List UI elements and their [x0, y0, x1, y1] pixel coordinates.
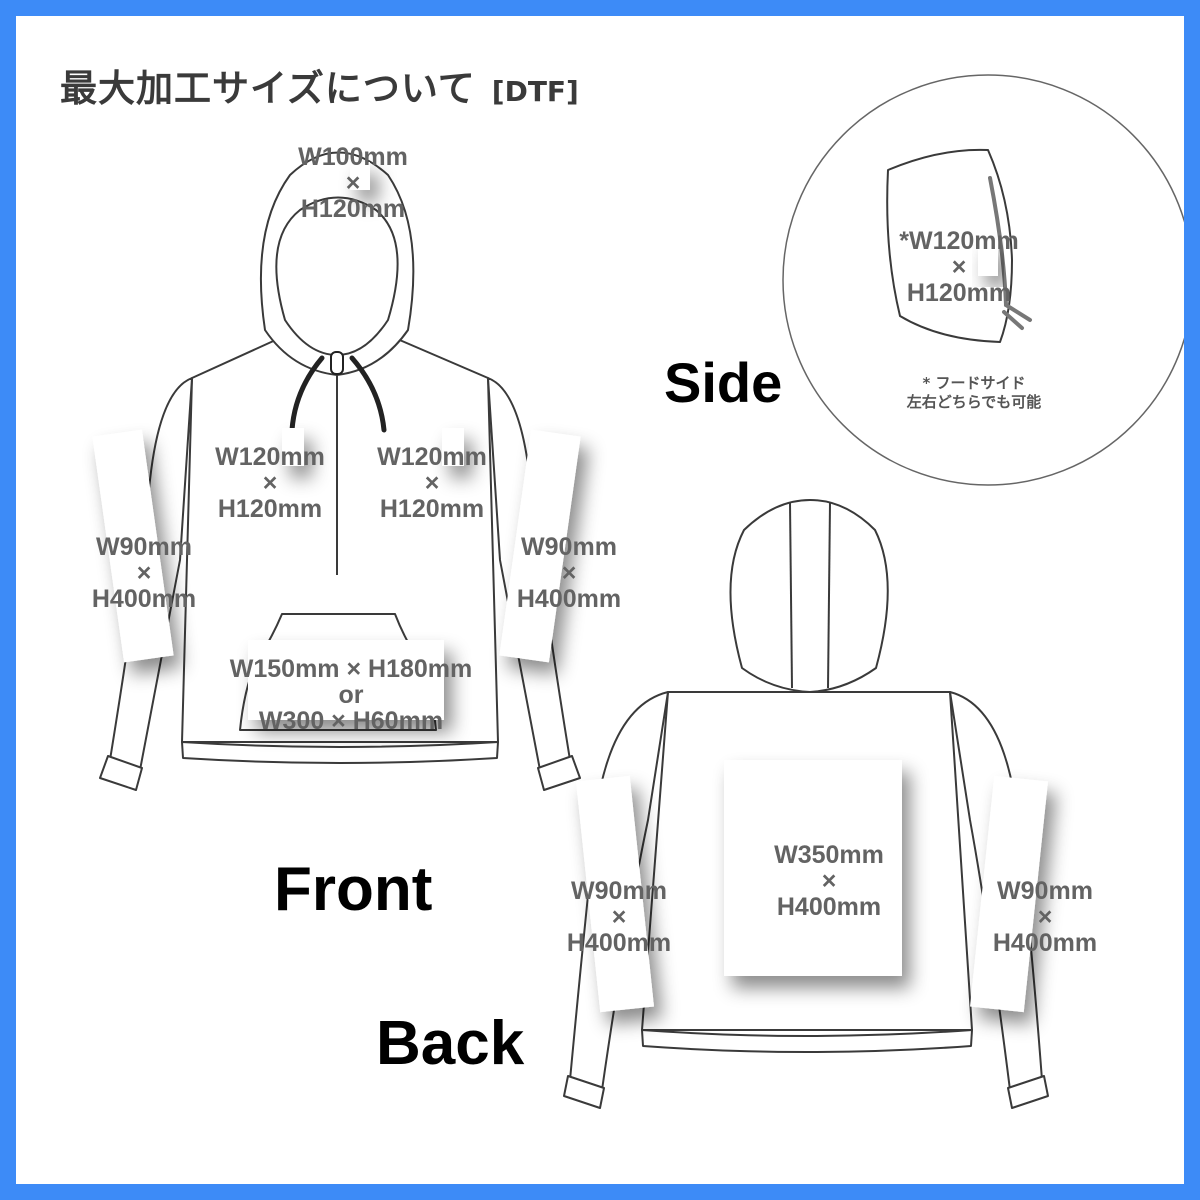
- label-back-sleeve-left-height: H400mm: [566, 929, 672, 957]
- label-pocket-option1: W150mm × H180mm: [229, 655, 473, 683]
- back-print-areas: [576, 775, 1048, 1013]
- label-side-hood-height: H120mm: [906, 279, 1012, 307]
- label-back-center-width: W350mm: [774, 841, 884, 869]
- label-back-sleeve-right-times: ×: [1037, 903, 1053, 931]
- back-center-print-area: [724, 760, 902, 976]
- back-left-cuff: [563, 1075, 605, 1109]
- label-hood: W100mm × H120mm: [298, 144, 408, 222]
- back-hood-seam-right: [827, 502, 831, 689]
- back-right-cuff: [1007, 1075, 1049, 1109]
- label-front-sleeve-right-width: W90mm: [521, 533, 617, 561]
- label-back-sleeve-left: W90mm × H400mm: [567, 878, 671, 956]
- label-front-sleeve-right: W90mm × H400mm: [517, 534, 621, 612]
- view-label-front: Front: [274, 855, 433, 924]
- side-note-line1: * フードサイド: [922, 374, 1026, 392]
- back-hood: [729, 499, 889, 693]
- front-right-cuff: [537, 755, 581, 791]
- label-chest-left-width: W120mm: [215, 443, 325, 471]
- label-chest-left: W120mm × H120mm: [215, 444, 325, 522]
- side-print-area: [978, 240, 998, 276]
- label-front-sleeve-left-width: W90mm: [96, 533, 192, 561]
- label-pocket-or: or: [338, 681, 364, 709]
- front-drawcords: [289, 355, 387, 433]
- label-front-sleeve-left-times: ×: [136, 559, 152, 587]
- title-tag: [DTF]: [491, 75, 579, 108]
- label-front-sleeve-left-height: H400mm: [91, 585, 197, 613]
- side-note: * フードサイド 左右どちらでも可能: [907, 374, 1042, 412]
- back-hood-seam-left: [789, 502, 793, 689]
- label-chest-right-width: W120mm: [377, 443, 487, 471]
- label-chest-right: W120mm × H120mm: [377, 444, 487, 522]
- front-print-areas: [92, 162, 581, 720]
- label-back-center: W350mm × H400mm: [774, 842, 884, 920]
- label-front-sleeve-right-height: H400mm: [516, 585, 622, 613]
- label-back-sleeve-right-height: H400mm: [992, 929, 1098, 957]
- back-hem-band: [641, 1029, 973, 1053]
- hoodie-diagram: [92, 74, 1184, 1109]
- label-chest-right-times: ×: [424, 469, 440, 497]
- title-text: 最大加工サイズについて: [60, 67, 476, 110]
- label-back-sleeve-right-width: W90mm: [997, 877, 1093, 905]
- label-side-hood-times: ×: [951, 253, 967, 281]
- view-label-side: Side: [664, 351, 783, 414]
- zipper-pull: [330, 351, 344, 375]
- label-side-hood: *W120mm × H120mm: [899, 228, 1019, 306]
- label-back-sleeve-right: W90mm × H400mm: [993, 878, 1097, 956]
- side-drawcord: [988, 176, 1032, 330]
- page-title: 最大加工サイズについて [DTF]: [60, 58, 579, 112]
- label-side-hood-width: *W120mm: [899, 227, 1019, 255]
- label-chest-right-height: H120mm: [379, 495, 485, 523]
- view-label-back: Back: [376, 1009, 525, 1078]
- label-back-center-times: ×: [821, 867, 837, 895]
- front-left-cuff: [99, 755, 143, 791]
- label-pocket: W150mm × H180mm or W300 × H60mm: [230, 656, 472, 734]
- label-hood-height: H120mm: [300, 195, 406, 223]
- label-front-sleeve-right-times: ×: [561, 559, 577, 587]
- side-note-line2: 左右どちらでも可能: [906, 393, 1042, 411]
- label-hood-width: W100mm: [298, 143, 408, 171]
- label-back-sleeve-left-times: ×: [611, 903, 627, 931]
- label-chest-left-times: ×: [262, 469, 278, 497]
- label-back-sleeve-left-width: W90mm: [571, 877, 667, 905]
- label-chest-left-height: H120mm: [217, 495, 323, 523]
- label-back-center-height: H400mm: [776, 893, 882, 921]
- label-hood-times: ×: [345, 169, 361, 197]
- label-pocket-option2: W300 × H60mm: [258, 707, 444, 735]
- label-front-sleeve-left: W90mm × H400mm: [92, 534, 196, 612]
- front-hem-band: [181, 741, 499, 764]
